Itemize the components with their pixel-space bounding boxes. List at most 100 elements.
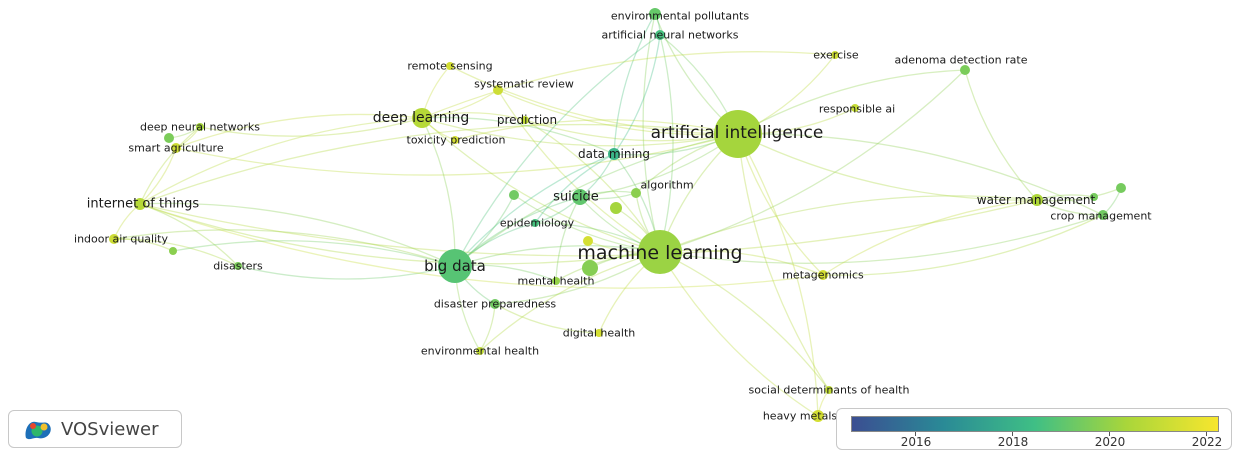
keyword-label-systematic-review[interactable]: systematic review (474, 78, 574, 91)
keyword-label-artificial-neural-networks[interactable]: artificial neural networks (602, 29, 739, 42)
network-link (534, 153, 615, 224)
keyword-label-adenoma-detection-rate[interactable]: adenoma detection rate (895, 54, 1028, 67)
keyword-node-machine-learning[interactable] (638, 230, 682, 274)
keyword-label-indoor-air-quality[interactable]: indoor air quality (74, 233, 168, 246)
keyword-node-algorithm[interactable] (631, 188, 641, 198)
keyword-node-suicide[interactable] (572, 189, 588, 205)
keyword-label-data-mining[interactable]: data mining (578, 147, 650, 161)
keyword-node-metagenomics[interactable] (818, 270, 828, 280)
keyword-node-toxicity-prediction[interactable] (451, 136, 459, 144)
keyword-label-big-data[interactable]: big data (424, 257, 486, 275)
network-link (737, 133, 824, 276)
keyword-label-toxicity-prediction[interactable]: toxicity prediction (407, 134, 506, 147)
keyword-node-water-management[interactable] (1031, 194, 1043, 206)
keyword-node[interactable] (1116, 183, 1126, 193)
keyword-label-social-determinants-of-health[interactable]: social determinants of health (749, 384, 910, 397)
keyword-node[interactable] (583, 236, 593, 246)
keyword-node[interactable] (169, 247, 177, 255)
keyword-node-artificial-neural-networks[interactable] (655, 30, 665, 40)
network-link (737, 133, 1038, 201)
network-link (454, 153, 615, 267)
network-link (113, 238, 239, 267)
keyword-node-disasters[interactable] (234, 262, 242, 270)
keyword-node[interactable] (582, 260, 598, 276)
year-gradient-bar (851, 416, 1219, 432)
vosviewer-logo-icon (25, 421, 51, 440)
keyword-node-mental-health[interactable] (552, 277, 560, 285)
keyword-label-internet-of-things[interactable]: internet of things (87, 197, 200, 212)
network-link (555, 196, 581, 282)
keyword-label-disasters[interactable]: disasters (213, 260, 263, 273)
keyword-label-algorithm[interactable]: algorithm (640, 179, 693, 192)
keyword-label-water-management[interactable]: water management (977, 193, 1096, 207)
network-link (524, 119, 661, 253)
keyword-node[interactable] (509, 190, 519, 200)
keyword-node-disaster-preparedness[interactable] (490, 299, 500, 309)
keyword-node-big-data[interactable] (438, 249, 472, 283)
vosviewer-logo[interactable]: VOSviewer (8, 410, 182, 448)
keyword-label-environmental-health[interactable]: environmental health (421, 345, 539, 358)
keyword-node-indoor-air-quality[interactable] (109, 234, 119, 244)
keyword-label-deep-learning[interactable]: deep learning (373, 110, 470, 126)
keyword-node-internet-of-things[interactable] (134, 198, 146, 210)
network-link (139, 203, 239, 267)
keyword-node-environmental-pollutants[interactable] (649, 8, 661, 20)
keyword-node-deep-learning[interactable] (412, 108, 432, 128)
keyword-label-mental-health[interactable]: mental health (518, 275, 595, 288)
keyword-node-artificial-intelligence[interactable] (714, 110, 762, 158)
keyword-node-systematic-review[interactable] (493, 85, 503, 95)
keyword-node-remote-sensing[interactable] (446, 62, 454, 70)
keyword-node-digital-health[interactable] (595, 329, 603, 337)
legend-tick-label: 2022 (1191, 435, 1223, 449)
keyword-node-social-determinants-of-health[interactable] (825, 386, 833, 394)
network-link (113, 238, 174, 252)
keyword-node-data-mining[interactable] (608, 148, 620, 160)
network-link (175, 113, 423, 149)
keyword-node-prediction[interactable] (521, 116, 529, 124)
keyword-node-environmental-health[interactable] (476, 347, 484, 355)
vosviewer-logo-text: VOSviewer (61, 418, 159, 440)
keyword-node-adenoma-detection-rate[interactable] (960, 65, 970, 75)
keyword-label-remote-sensing[interactable]: remote sensing (407, 60, 492, 73)
keyword-label-machine-learning[interactable]: machine learning (577, 242, 742, 264)
network-link (139, 199, 1038, 257)
keyword-label-artificial-intelligence[interactable]: artificial intelligence (651, 123, 824, 143)
keyword-node[interactable] (1090, 193, 1098, 201)
legend-tick-label: 2016 (900, 435, 932, 449)
network-link (449, 65, 739, 135)
network-link (642, 13, 661, 253)
keyword-label-suicide[interactable]: suicide (553, 190, 599, 205)
network-link (454, 245, 661, 267)
keyword-node-heavy-metals[interactable] (812, 410, 824, 422)
legend-tick-mark (915, 432, 916, 436)
keyword-label-deep-neural-networks[interactable]: deep neural networks (140, 121, 260, 134)
keyword-node-responsible-ai[interactable] (851, 104, 859, 112)
network-link (497, 89, 661, 253)
keyword-label-responsible-ai[interactable]: responsible ai (819, 103, 895, 116)
keyword-label-disaster-preparedness[interactable]: disaster preparedness (434, 298, 557, 311)
keyword-label-exercise[interactable]: exercise (813, 49, 859, 62)
network-link (139, 126, 201, 205)
keyword-label-digital-health[interactable]: digital health (563, 327, 636, 340)
keyword-node-smart-agriculture[interactable] (171, 143, 181, 153)
keyword-node-epidemiology[interactable] (531, 219, 539, 227)
keyword-node-deep-neural-networks[interactable] (196, 123, 204, 131)
network-link (659, 69, 966, 253)
keyword-label-heavy-metals[interactable]: heavy metals (763, 410, 838, 423)
keyword-label-prediction[interactable]: prediction (497, 113, 557, 127)
keyword-node[interactable] (610, 202, 622, 214)
network-link (1036, 187, 1122, 202)
network-link (421, 116, 615, 155)
keyword-node[interactable] (164, 133, 174, 143)
keyword-label-crop-management[interactable]: crop management (1050, 210, 1152, 223)
network-link (822, 214, 1104, 276)
keyword-node-exercise[interactable] (831, 51, 839, 59)
network-labels: environmental pollutants artificial neura… (74, 10, 1152, 423)
keyword-label-metagenomics[interactable]: metagenomics (782, 269, 864, 282)
network-link (1036, 199, 1104, 216)
network-link (172, 240, 456, 267)
keyword-label-environmental-pollutants[interactable]: environmental pollutants (611, 10, 749, 23)
keyword-node-crop-management[interactable] (1098, 210, 1108, 220)
keyword-label-smart-agriculture[interactable]: smart agriculture (128, 142, 223, 155)
keyword-label-epidemiology[interactable]: epidemiology (500, 217, 575, 230)
